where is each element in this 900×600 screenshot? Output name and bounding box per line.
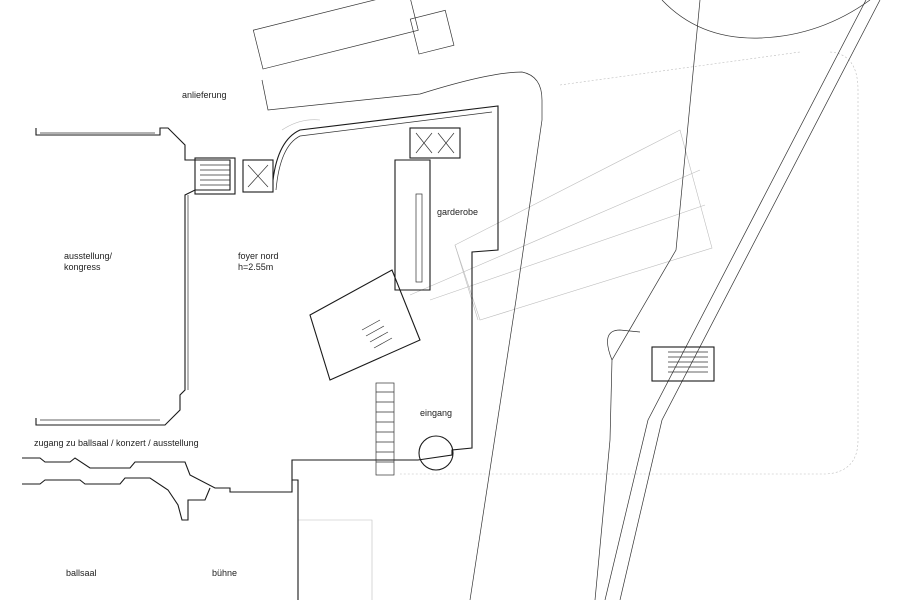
label-access: zugang zu ballsaal / konzert / ausstellu… [34, 438, 199, 448]
stair-block-left [194, 157, 236, 195]
label-cloakroom: garderobe [437, 207, 479, 217]
ghost-outline-east [400, 51, 859, 475]
label-ballroom: ballsaal [66, 568, 97, 578]
road-edge-east [594, 0, 701, 600]
stair-treads-left [200, 164, 230, 186]
label-foyer-line-1: foyer nord [238, 251, 279, 261]
ballroom-wall [22, 457, 293, 493]
label-exhibition-line-2: kongress [64, 262, 101, 272]
lift-pair-cross [415, 132, 455, 154]
stair-block-east [651, 346, 715, 382]
label-entrance: eingang [420, 408, 453, 418]
skewed-stair-box [309, 269, 421, 381]
exhibition-hall-wall-inner [40, 132, 189, 421]
ghost-outline-north [559, 51, 801, 86]
label-stage: bühne [212, 568, 238, 578]
exhibition-hall-wall [35, 127, 231, 426]
ghost-curve [281, 119, 321, 131]
entrance-stairs [375, 382, 395, 476]
ghost-canopy-1 [454, 129, 713, 321]
lift-pair-top [409, 127, 461, 159]
ghost-inner-rect [298, 519, 373, 600]
label-foyer: foyer nord h=2.55m [238, 251, 279, 273]
label-delivery: anlieferung [182, 90, 227, 100]
foyer-outline-inner [275, 111, 493, 191]
label-exhibition-line-1: ausstellung/ [64, 251, 113, 261]
road-outline [261, 71, 543, 600]
entrance-stair-treads [376, 391, 394, 463]
cloakroom-counter [415, 193, 423, 283]
road-edge-curve [607, 329, 641, 361]
label-foyer-line-2: h=2.55m [238, 262, 274, 272]
foyer-outline [272, 105, 499, 600]
ghost-canopy-2 [409, 169, 706, 321]
cloakroom-wall [394, 159, 431, 291]
label-exhibition: ausstellung/ kongress [64, 251, 112, 273]
delivery-box-long [252, 0, 419, 70]
stair-treads-east [668, 351, 708, 373]
lift-left-cross [247, 164, 269, 188]
skewed-stair-treads [361, 319, 393, 349]
road-edge-rail-2 [619, 0, 881, 600]
road-edge-rail-1 [604, 0, 867, 600]
ballroom-wall-lower [22, 477, 211, 521]
delivery-box-small [409, 9, 455, 55]
revolving-door [418, 435, 454, 471]
plaza-circle-outline [661, 0, 871, 39]
